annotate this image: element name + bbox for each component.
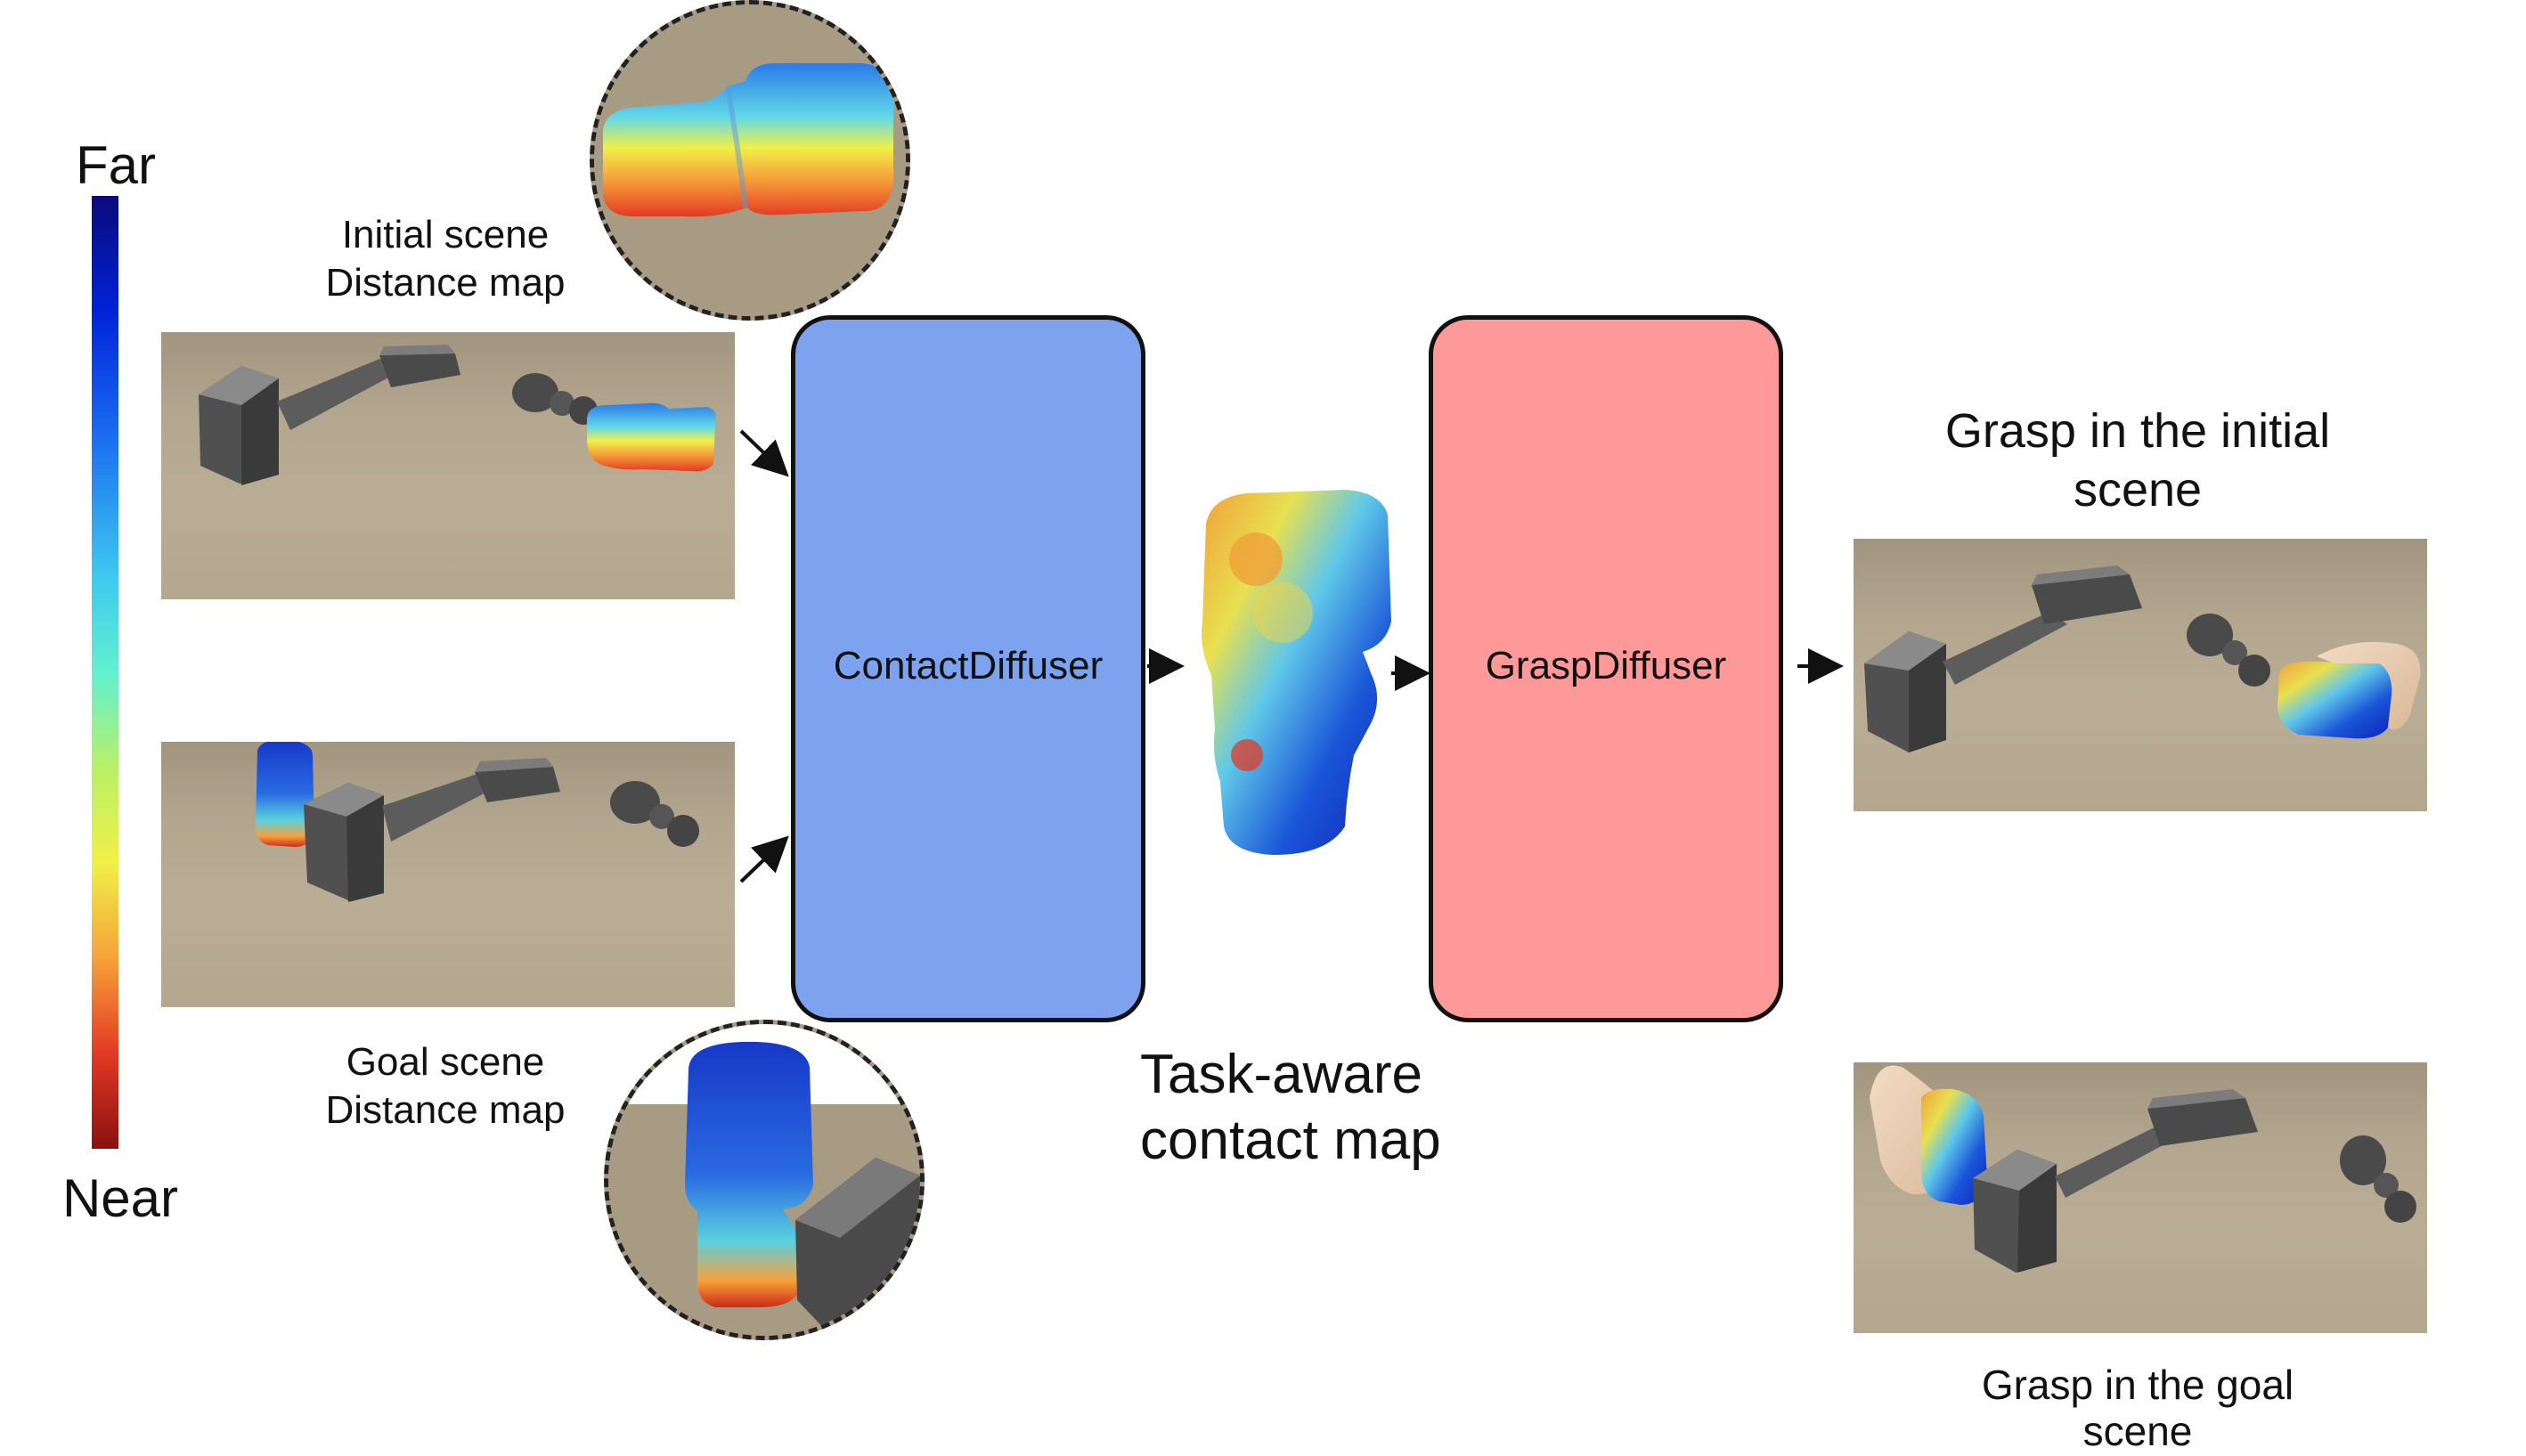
output-initial-caption-line2: scene xyxy=(2073,463,2203,517)
initial-scene-caption-line1: Initial scene xyxy=(341,213,550,256)
output-goal-caption-line2: scene xyxy=(2082,1408,2193,1454)
initial-scene-image xyxy=(161,332,735,599)
initial-scene-caption-line2: Distance map xyxy=(325,261,566,305)
contact-map-object xyxy=(1202,490,1391,855)
output-goal-scene-image xyxy=(1854,1062,2427,1333)
goal-scene-caption-line2: Distance map xyxy=(325,1088,566,1132)
grasp-diffuser-label: GraspDiffuser xyxy=(1485,644,1727,687)
goal-object-zoom-inset xyxy=(604,1020,925,1340)
contact-diffuser-block: ContactDiffuser xyxy=(791,315,1145,1022)
colorbar-near-label: Near xyxy=(61,1168,179,1228)
contact-map-caption-line1: Task-aware xyxy=(1140,1044,1422,1105)
output-goal-caption-line1: Grasp in the goal xyxy=(1981,1362,2294,1408)
arrow-goal-to-contact xyxy=(739,835,789,883)
arrow-initial-to-contact xyxy=(739,429,789,477)
goal-scene-image xyxy=(161,742,735,1007)
distance-colorbar xyxy=(92,196,118,1149)
grasp-diffuser-block: GraspDiffuser xyxy=(1429,315,1783,1022)
initial-object-zoom-inset xyxy=(590,0,910,321)
contact-map-caption-line2: contact map xyxy=(1140,1110,1441,1171)
output-initial-scene-image xyxy=(1854,539,2427,811)
goal-scene-caption-line1: Goal scene xyxy=(346,1040,545,1084)
colorbar-far-label: Far xyxy=(76,135,156,195)
output-initial-caption-line1: Grasp in the initial xyxy=(1944,404,2331,458)
contact-diffuser-label: ContactDiffuser xyxy=(833,644,1104,687)
